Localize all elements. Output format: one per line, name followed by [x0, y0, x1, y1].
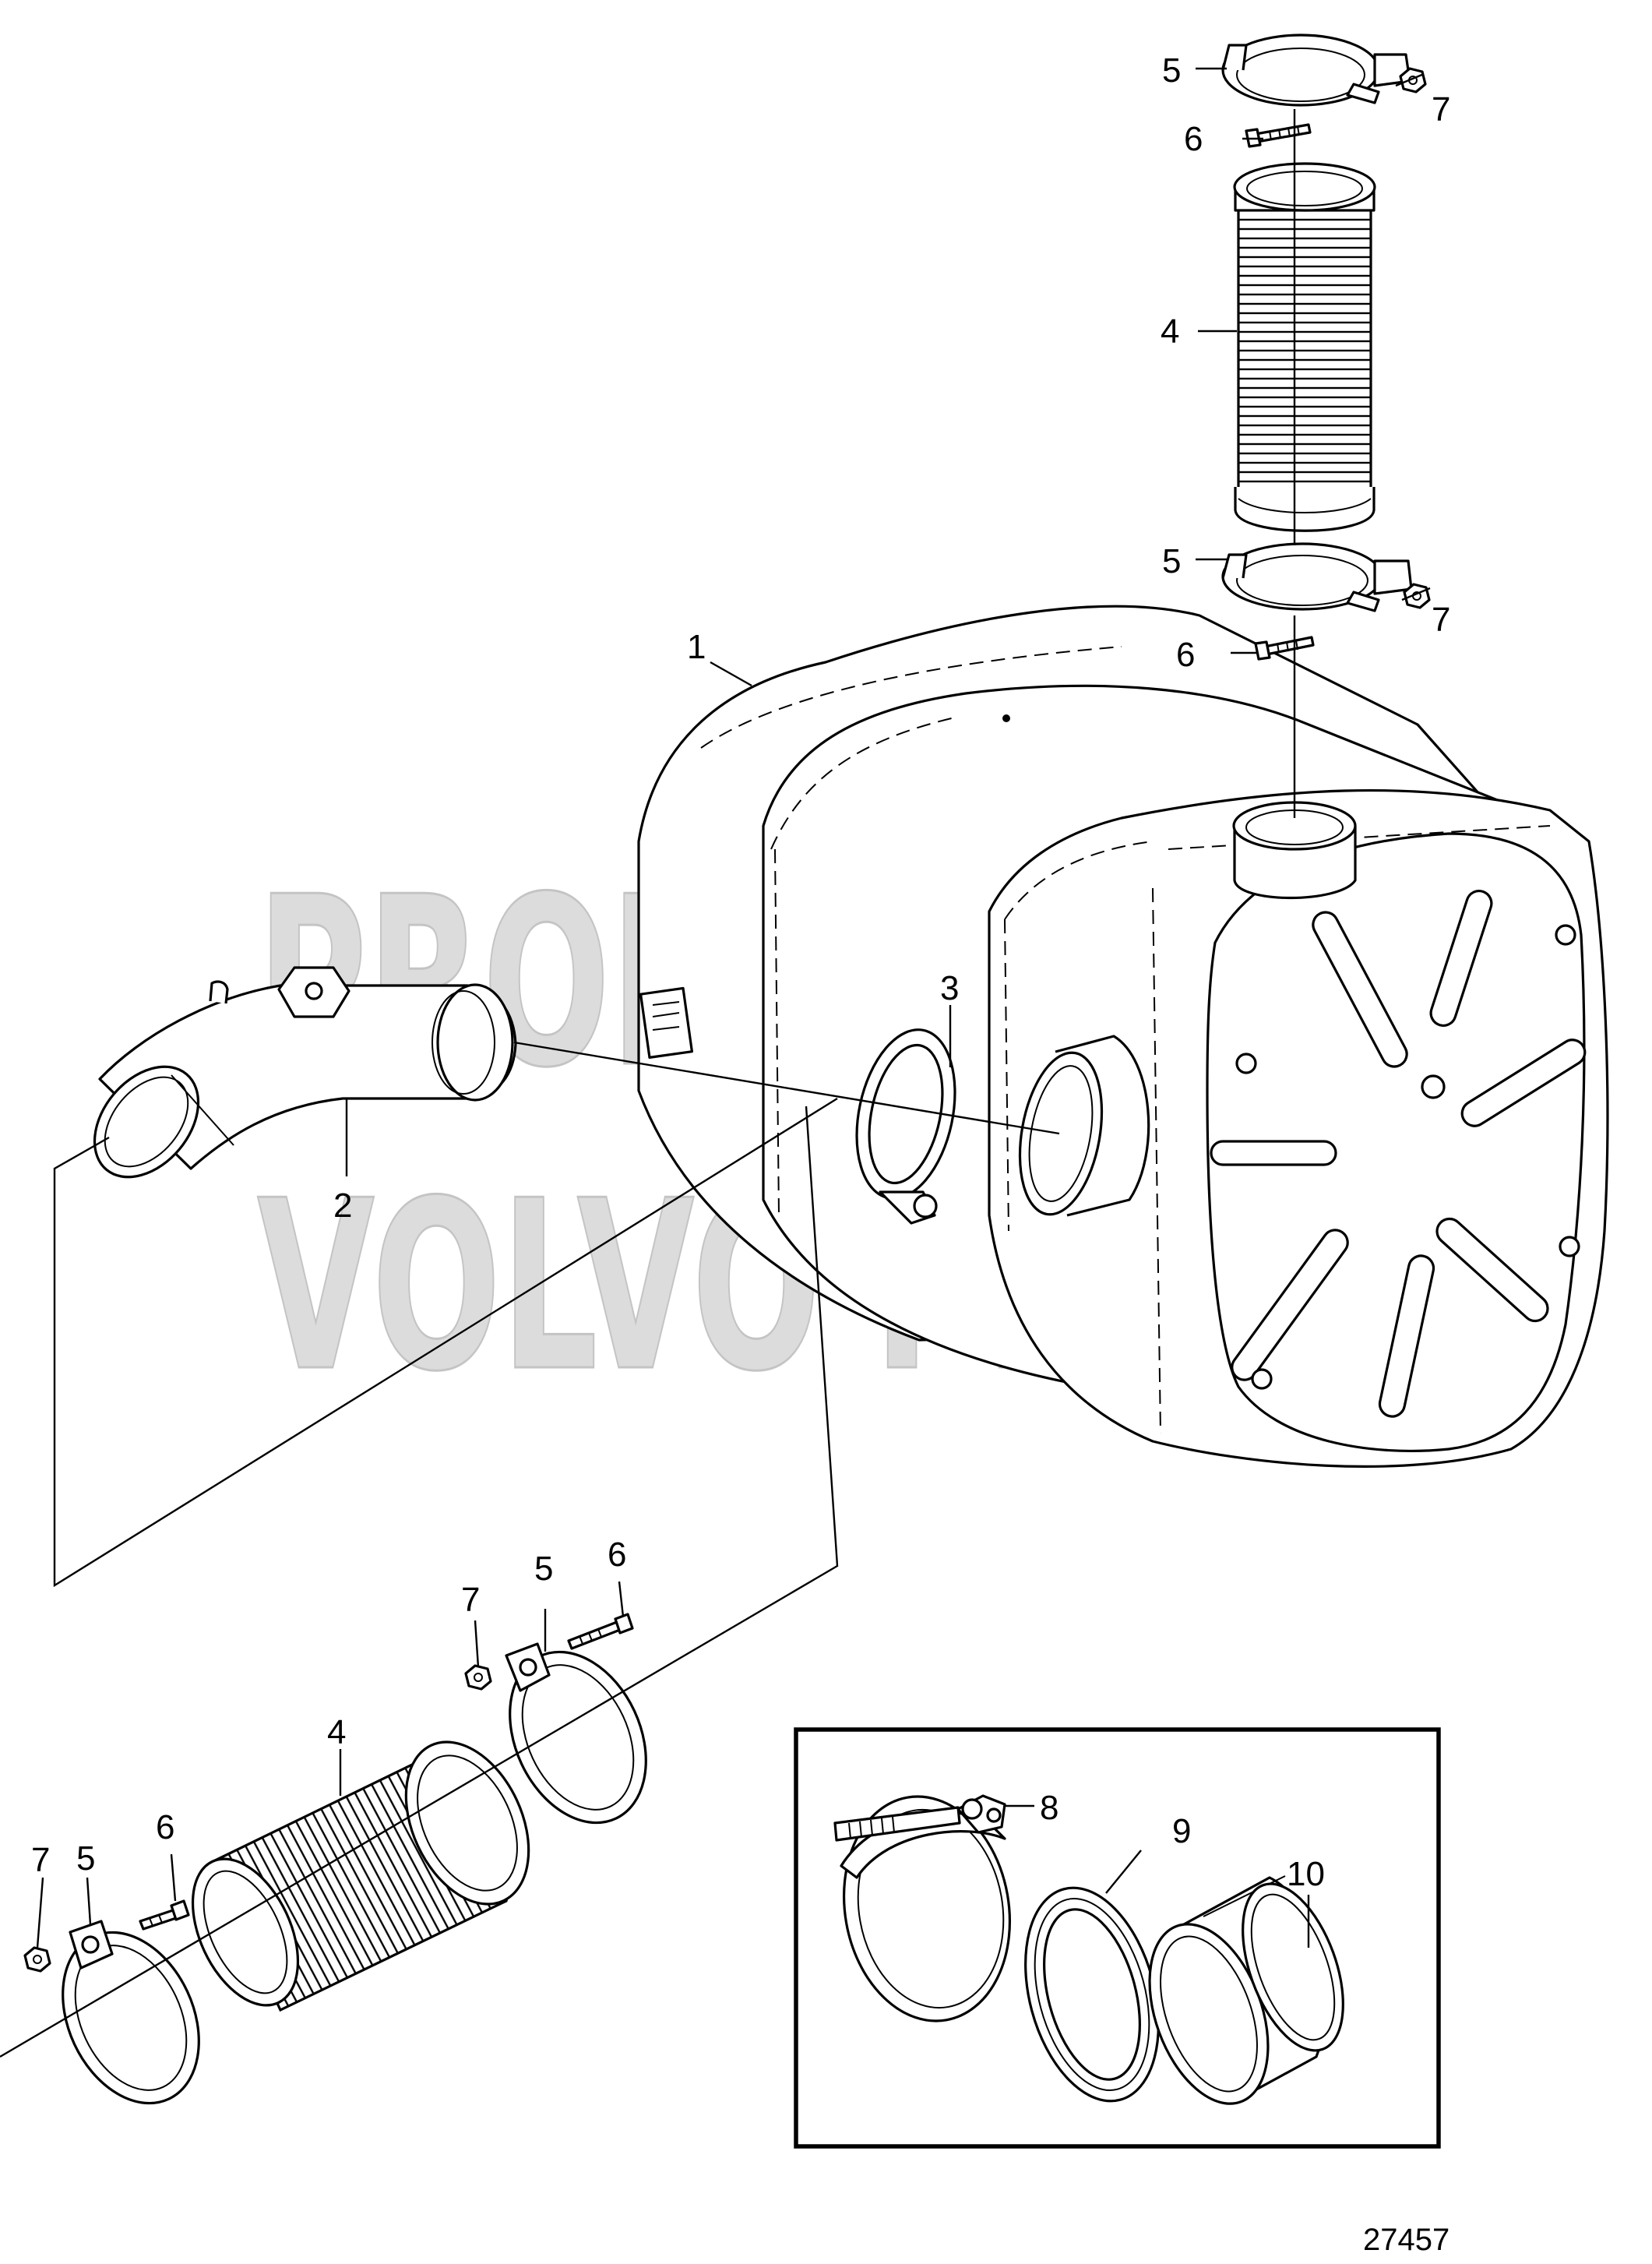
label-5-top: 5 — [1162, 51, 1181, 90]
figure-reference-number: 27457 — [1363, 2223, 1449, 2257]
label-10: 10 — [1287, 1855, 1325, 1893]
label-6-lower-right: 6 — [608, 1536, 626, 1574]
label-3: 3 — [940, 969, 959, 1007]
leader-lines — [36, 67, 1431, 1948]
bent-inlet-pipe-2 — [93, 966, 517, 1179]
t-bolt-clamp-8 — [833, 1794, 1012, 2022]
label-6-lower-left: 6 — [156, 1808, 174, 1846]
lower-v-clamp-5-left — [62, 1920, 200, 2105]
label-5-lower-right: 5 — [534, 1550, 553, 1588]
nut-7-lower-right — [464, 1664, 492, 1691]
assembly-lines — [0, 109, 1296, 2058]
nut-7-top — [1399, 67, 1427, 93]
upper-flexible-bellows-4 — [1233, 162, 1376, 532]
adapter-sleeve-10 — [1148, 1875, 1344, 2105]
end-plate-slots — [1210, 890, 1587, 1418]
muffler-silencer — [637, 605, 1609, 1468]
label-4-bottom: 4 — [327, 1713, 346, 1751]
label-7-lower-right: 7 — [461, 1581, 480, 1619]
lower-v-clamp-5-right — [505, 1642, 647, 1825]
upper-v-clamp-5 — [1221, 34, 1411, 107]
label-6-top: 6 — [1184, 120, 1203, 158]
detail-inset — [794, 1727, 1441, 2149]
label-5-lower-left: 5 — [76, 1839, 95, 1878]
label-6-middle: 6 — [1176, 636, 1195, 674]
bolt-6-middle — [1254, 636, 1315, 661]
label-1: 1 — [687, 628, 706, 666]
clamp-ring-3 — [855, 1028, 956, 1225]
label-9: 9 — [1172, 1812, 1191, 1850]
nut-7-lower-left — [23, 1946, 51, 1973]
label-7-top: 7 — [1432, 90, 1450, 129]
callout-labels: 1 2 3 4 4 5 5 5 5 6 6 6 6 7 7 7 7 8 9 10 — [31, 51, 1450, 1893]
label-7-lower-left: 7 — [31, 1841, 50, 1879]
bolt-6-top — [1245, 123, 1312, 148]
label-4-top: 4 — [1161, 312, 1179, 351]
lower-flexible-bellows-4 — [191, 1740, 530, 2012]
bolt-6-lower-right — [567, 1613, 634, 1650]
nut-7-middle — [1403, 583, 1431, 609]
label-7-middle: 7 — [1432, 601, 1450, 639]
middle-v-clamp-5 — [1221, 542, 1413, 612]
label-8: 8 — [1040, 1789, 1058, 1827]
bolt-6-lower-left — [139, 1899, 190, 1931]
label-5-middle: 5 — [1162, 542, 1181, 580]
label-2: 2 — [333, 1187, 352, 1225]
